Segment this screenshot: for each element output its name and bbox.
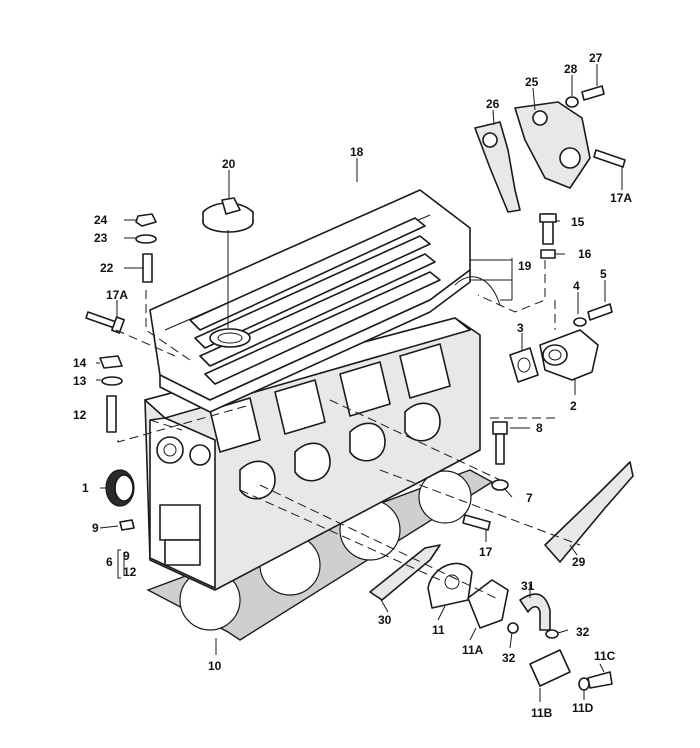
bracket-25 [514, 101, 591, 189]
callout-19: 19 [518, 259, 532, 273]
callout-11: 11 [432, 623, 445, 637]
stud-22 [142, 253, 153, 283]
bolt-8 [492, 421, 508, 465]
callout-12: 12 [73, 408, 87, 422]
callout-labels: 1 2 3 4 5 6 7 8 9 9 10 11 11A 11B 11C 11… [73, 51, 632, 720]
plate-11a [467, 579, 509, 629]
washer-16 [540, 249, 556, 259]
callout-4: 4 [573, 279, 580, 293]
hose-31 [519, 593, 551, 631]
washer-23 [135, 234, 157, 244]
callout-28: 28 [564, 62, 578, 76]
bolt-5 [587, 303, 613, 321]
bolt-11c [587, 671, 613, 689]
bracket-26 [474, 121, 521, 213]
washer-11d [578, 677, 590, 691]
callout-1: 1 [82, 481, 89, 495]
callout-31: 31 [521, 579, 535, 593]
callout-16: 16 [578, 247, 592, 261]
callout-29: 29 [572, 555, 586, 569]
callout-13: 13 [73, 374, 87, 388]
callout-9-sub: 9 [123, 549, 130, 563]
nut-24 [135, 213, 157, 227]
washer-28 [565, 96, 579, 108]
callout-32-left: 32 [502, 651, 516, 665]
callout-22: 22 [100, 261, 114, 275]
washer-13 [101, 376, 123, 386]
callout-30: 30 [378, 613, 392, 627]
callout-9: 9 [92, 521, 99, 535]
clip-32-right [545, 629, 559, 639]
washer-4 [573, 317, 587, 327]
callout-2: 2 [570, 399, 577, 413]
bolt-17a-right [593, 149, 626, 168]
plug-9 [119, 519, 135, 531]
callout-20: 20 [222, 157, 236, 171]
callout-11a: 11A [462, 643, 484, 657]
bolt-27 [581, 85, 605, 101]
bolt-17a-left [85, 311, 125, 334]
callout-7: 7 [526, 491, 533, 505]
callout-26: 26 [486, 97, 500, 111]
callout-14: 14 [73, 356, 87, 370]
callout-11c: 11C [594, 649, 616, 663]
callout-32-right: 32 [576, 625, 590, 639]
pulley-1 [105, 469, 135, 507]
clip-32-left [507, 622, 519, 634]
callout-5: 5 [600, 267, 607, 281]
group-bracket-6 [117, 549, 121, 579]
callout-10: 10 [208, 659, 222, 673]
oil-filler-cap [202, 197, 254, 233]
callout-17a-left: 17A [106, 288, 128, 302]
washer-7 [491, 479, 509, 491]
bracket-29 [544, 461, 634, 563]
callout-12-sub: 12 [123, 565, 137, 579]
bolt-15 [539, 213, 557, 245]
elbow-11b [529, 649, 571, 687]
callout-17a-right: 17A [610, 191, 632, 205]
callout-17: 17 [479, 545, 493, 559]
callout-3: 3 [517, 321, 524, 335]
callout-11b: 11B [531, 706, 553, 720]
nut-14 [99, 355, 123, 369]
callout-15: 15 [571, 215, 585, 229]
stud-12 [106, 395, 117, 433]
callout-18: 18 [350, 145, 364, 159]
water-outlet-2 [539, 329, 599, 381]
gasket-3 [509, 347, 539, 383]
callout-27: 27 [589, 51, 603, 65]
assembly-dash-lines [115, 260, 581, 601]
plate-11 [427, 562, 473, 609]
callout-23: 23 [94, 231, 108, 245]
leader-lines [96, 64, 623, 702]
cam-cover [149, 189, 501, 413]
callout-24: 24 [94, 213, 108, 227]
callout-8: 8 [536, 421, 543, 435]
callout-25: 25 [525, 75, 539, 89]
callout-6: 6 [106, 555, 113, 569]
callout-11d: 11D [572, 701, 594, 715]
